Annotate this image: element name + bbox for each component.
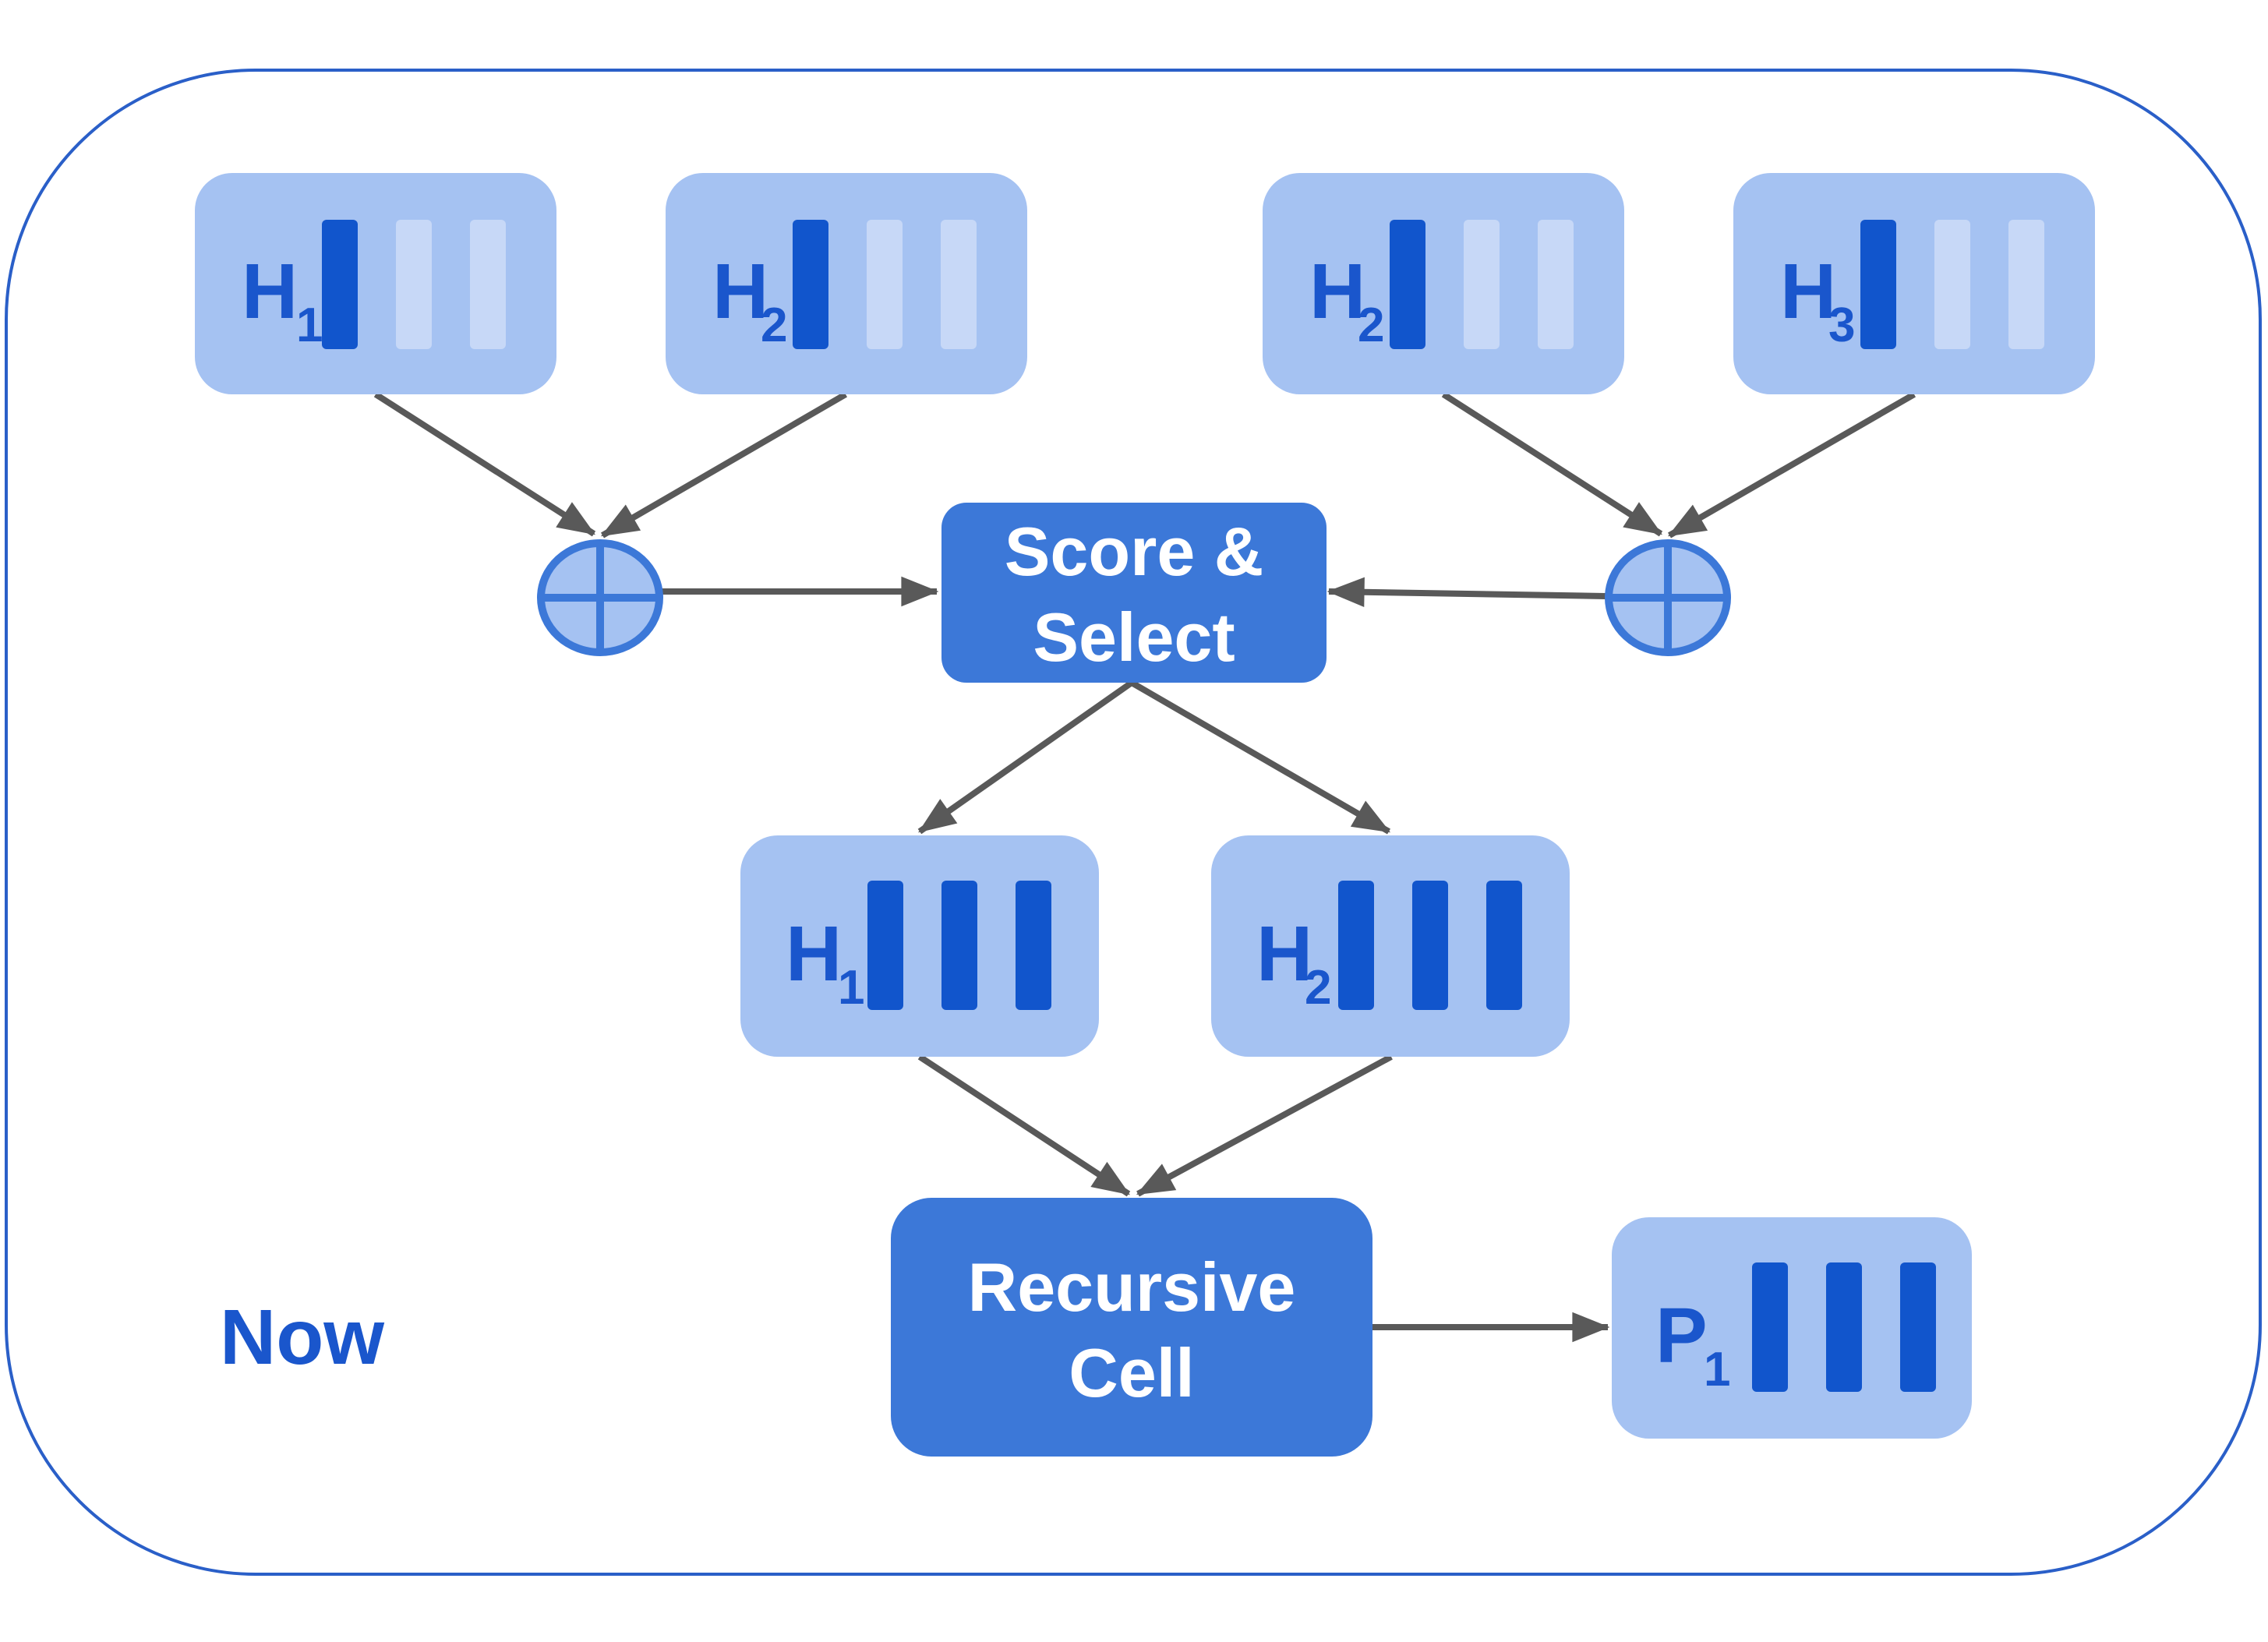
arrow-top4-sum-right	[1667, 391, 1916, 539]
arrow-score-sel2	[1129, 680, 1391, 835]
bar-1	[1338, 881, 1374, 1010]
bar-2	[396, 220, 432, 349]
selected-node-h1: H 1	[740, 835, 1099, 1057]
top-node-h2-right: H 2	[1263, 173, 1624, 394]
arrows	[373, 391, 1916, 1343]
arrow-sum-right-score	[1327, 577, 1606, 607]
node-label: H	[712, 248, 768, 335]
bar-3	[2008, 220, 2044, 349]
node-label: H	[1780, 248, 1836, 335]
frame-label: Now	[220, 1294, 384, 1381]
frame-border	[5, 69, 2262, 1576]
arrow-sel1-recursive	[917, 1054, 1131, 1197]
node-subscript: 1	[1704, 1343, 1730, 1397]
node-subscript: 1	[296, 298, 323, 352]
node-label: H	[1309, 248, 1365, 335]
bar-2	[867, 220, 903, 349]
output-node-p1: P 1	[1612, 1217, 1972, 1439]
arrow-top3-sum-right	[1441, 391, 1663, 537]
bar-3	[1486, 881, 1522, 1010]
sum-right-plus-circle-icon	[1605, 539, 1731, 656]
bar-3	[1900, 1262, 1936, 1392]
bar-1	[1752, 1262, 1788, 1392]
node-box	[666, 173, 1027, 394]
node-subscript: 2	[1358, 298, 1384, 352]
bar-2	[1934, 220, 1970, 349]
top-node-h1: H 1	[195, 173, 556, 394]
node-box	[195, 173, 556, 394]
bar-1	[322, 220, 358, 349]
bar-3	[470, 220, 506, 349]
recursive-cell-box: Recursive Cell	[891, 1198, 1372, 1457]
node-label: P	[1655, 1292, 1708, 1379]
recursive-cell-line2: Cell	[1069, 1334, 1194, 1411]
sum-left-plus-circle-icon	[537, 539, 663, 656]
node-subscript: 1	[838, 961, 864, 1015]
arrow-top1-sum-left	[373, 391, 596, 537]
node-subscript: 2	[1305, 961, 1331, 1015]
node-box	[740, 835, 1099, 1057]
bar-1	[793, 220, 828, 349]
score-select-line1: Score &	[1005, 513, 1264, 590]
score-select-box: Score & Select	[941, 503, 1327, 683]
bar-3	[1016, 881, 1051, 1010]
bar-1	[1860, 220, 1896, 349]
bar-1	[1390, 220, 1425, 349]
node-subscript: 3	[1828, 298, 1855, 352]
node-label: H	[1256, 910, 1312, 998]
arrow-sel2-recursive	[1136, 1054, 1393, 1197]
bar-2	[1412, 881, 1448, 1010]
bar-3	[1538, 220, 1574, 349]
node-label: H	[786, 910, 842, 998]
bar-3	[941, 220, 977, 349]
recursive-cell-line1: Recursive	[968, 1248, 1296, 1326]
node-box	[1263, 173, 1624, 394]
top-node-h2-left: H 2	[666, 173, 1027, 394]
node-subscript: 2	[761, 298, 787, 352]
arrow-top2-sum-left	[600, 391, 848, 539]
selected-node-h2: H 2	[1211, 835, 1570, 1057]
score-select-line2: Select	[1033, 599, 1235, 676]
bar-2	[941, 881, 977, 1010]
bar-1	[867, 881, 903, 1010]
node-box	[1733, 173, 2095, 394]
arrow-score-sel1	[917, 680, 1134, 835]
node-box	[1211, 835, 1570, 1057]
node-box	[1612, 1217, 1972, 1439]
top-node-h3: H 3	[1733, 173, 2095, 394]
bar-2	[1464, 220, 1500, 349]
node-label: H	[242, 248, 298, 335]
bar-2	[1826, 1262, 1862, 1392]
